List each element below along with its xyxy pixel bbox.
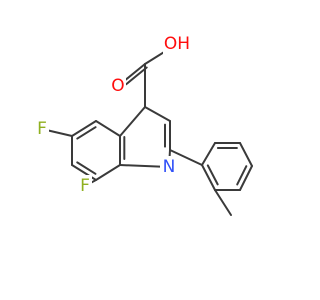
hydroxyl-label-bg [163,33,191,55]
bond-Ph6-Ph1 [201,142,216,166]
fluorine-8-label-bg [78,175,92,197]
atom-label-layer: OH O N F F [35,33,191,197]
bond-Ccarboxyl-O-second [125,66,148,86]
ring-nitrogen-label-bg [160,156,178,178]
bond-C8-C8a [95,164,121,181]
molecule-diagram: OH O N F F [35,33,253,216]
bond-Ph4-Ph5 [239,142,253,167]
bond-C7-C8-inner [76,161,97,175]
hydroxyl-label: OH [164,34,190,54]
bond-C4-C3 [144,106,171,122]
fluorine-8-label: F [80,176,90,196]
bond-Ph1-Ph2-inner [206,164,219,186]
ring-nitrogen-label: N [163,157,176,177]
bond-Ph3-Ph4-inner [236,165,248,186]
carbonyl-oxygen-label-bg [110,75,126,97]
bond-C2-Ph1 [169,149,203,166]
bond-C4a-C4 [119,106,146,137]
fluorine-6-label: F [37,119,47,139]
bond-layer [41,43,253,216]
bond-C4a-C5 [95,120,121,137]
bond-Ph1-Ph2 [201,164,216,191]
bond-Ph2-methyl [214,189,232,216]
bond-C5-C6 [71,120,97,137]
carbonyl-oxygen-label: O [111,76,124,96]
fluorine-6-label-bg [35,118,49,140]
bond-C5-C6-inner [76,126,97,140]
bond-Ph3-Ph4 [239,165,253,191]
